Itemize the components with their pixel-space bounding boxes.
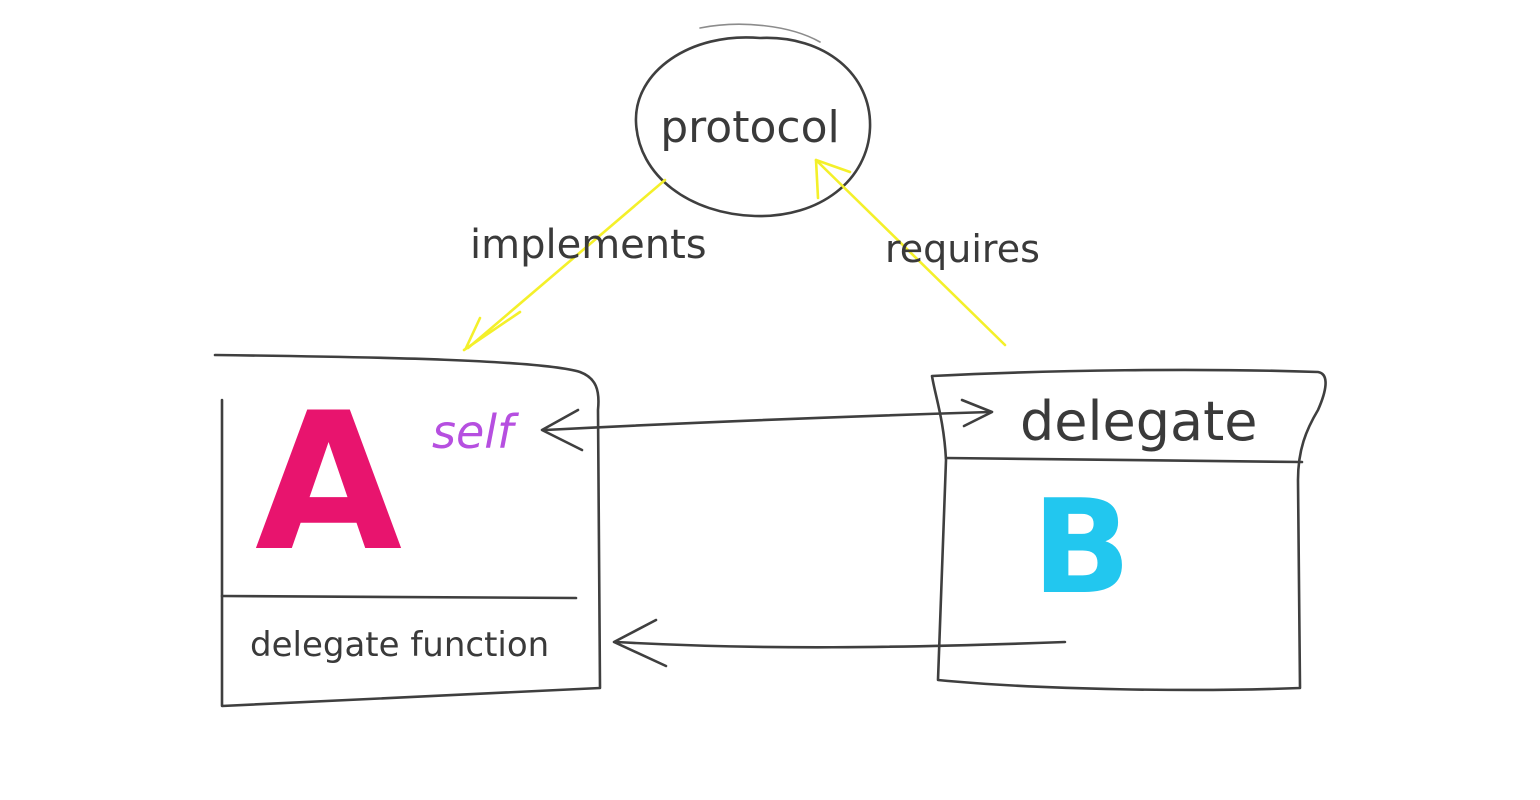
arrowhead-to-self [540,408,584,452]
implements-arrowhead [462,310,522,352]
callback-connection [612,618,1067,668]
self-delegate-connection [540,398,994,452]
requires-edge: requires [814,158,1040,347]
class-a-box: A self delegate function [213,353,602,708]
class-b-box: delegate B [930,368,1327,692]
class-b-divider [944,456,1304,464]
protocol-circle [634,36,872,218]
class-a-divider [220,594,578,600]
class-b-property-label: delegate [1020,390,1258,453]
protocol-node: protocol [634,23,872,218]
callback-line [614,640,1067,649]
class-a-outline [213,353,602,708]
class-a-self-label: self [432,405,519,459]
requires-arrow-line [816,160,1007,347]
callback-arrowhead [612,618,668,668]
self-delegate-line [543,410,992,432]
requires-label: requires [885,227,1040,271]
protocol-label: protocol [660,102,839,153]
class-b-letter: B [1032,471,1131,623]
implements-label: implements [470,222,707,268]
class-b-outline [930,368,1327,692]
protocol-circle-overstroke [699,23,821,43]
implements-arrow-line [466,178,667,350]
arrowhead-to-delegate [960,398,994,428]
class-a-function-label: delegate function [250,625,549,665]
requires-arrowhead [814,158,820,200]
implements-arrowhead-2 [464,316,482,350]
requires-arrowhead-2 [814,158,852,174]
implements-edge: implements [462,178,707,352]
class-a-letter: A [255,372,402,593]
